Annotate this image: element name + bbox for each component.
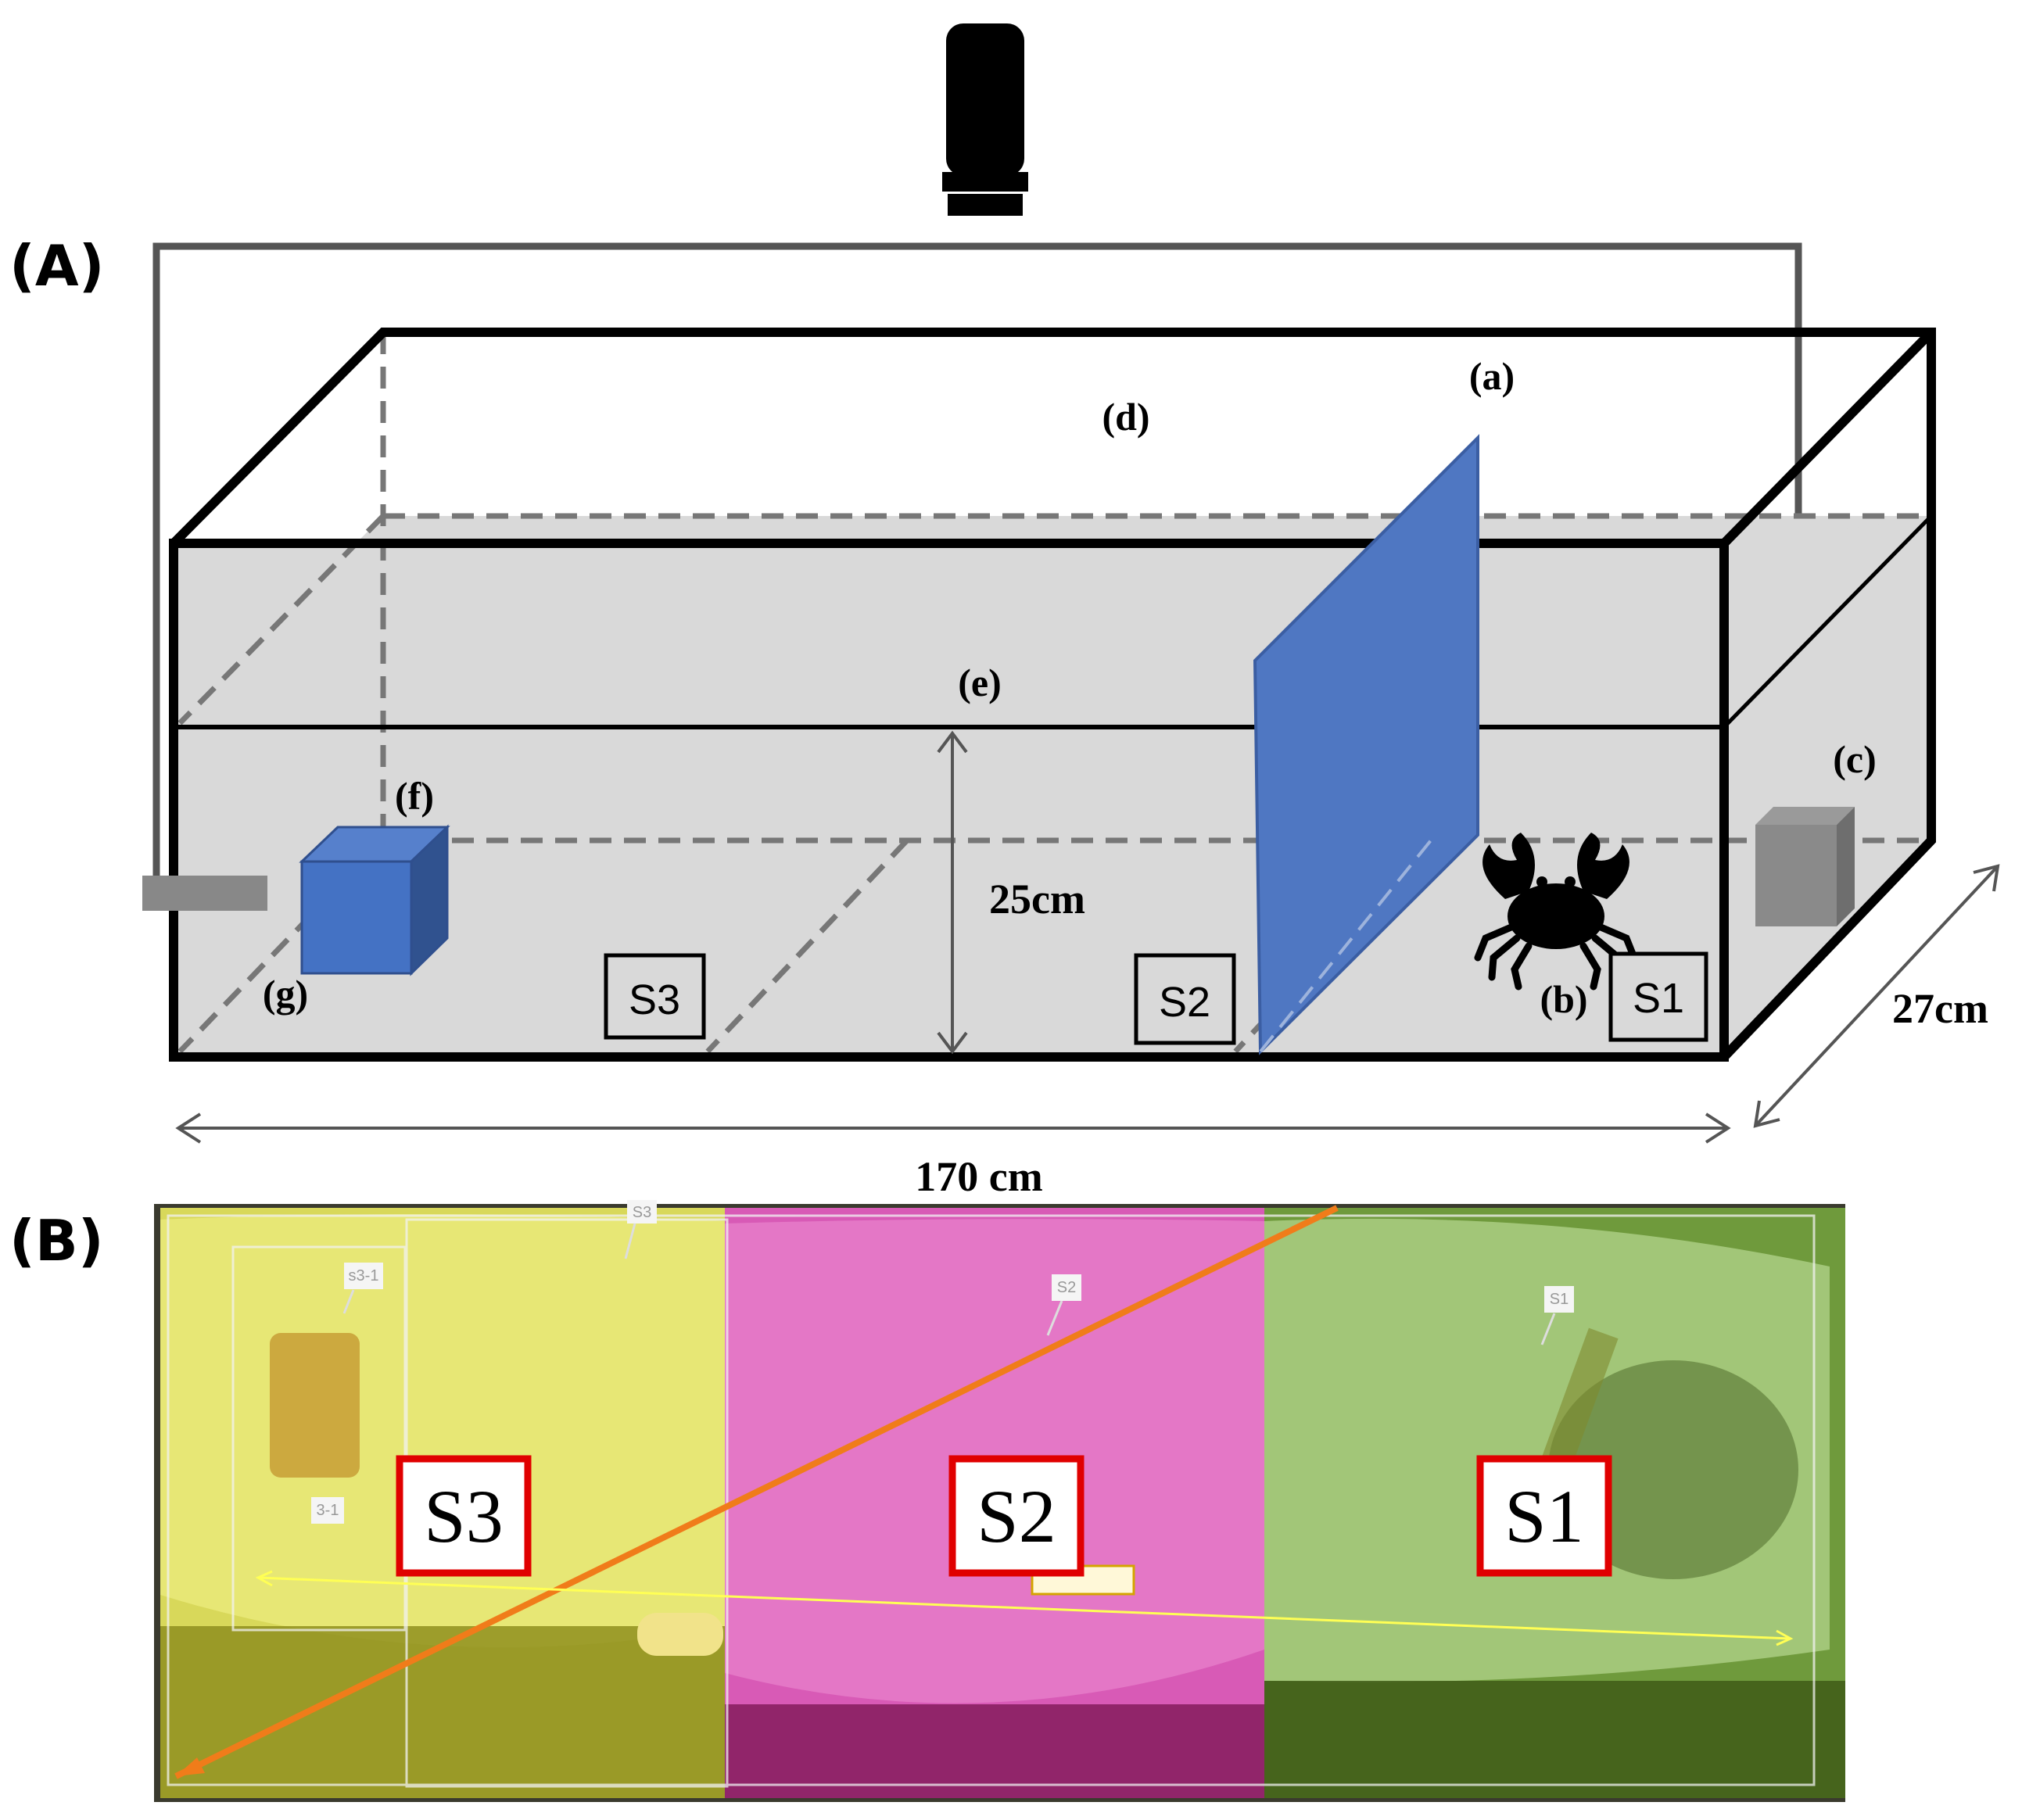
svg-text:S2: S2 — [1159, 979, 1210, 1026]
svg-text:S1: S1 — [1550, 1291, 1568, 1308]
water-side — [1724, 516, 1931, 1057]
depth-label: 27cm — [1892, 985, 1988, 1032]
photo-tag-s3-1: s3-1 — [342, 1263, 383, 1314]
label-s2: S2 — [948, 1455, 1084, 1577]
shelter-cube — [299, 824, 450, 976]
svg-text:s3-1: s3-1 — [349, 1267, 379, 1284]
svg-text:S1: S1 — [1504, 1474, 1583, 1558]
marker-a: (a) — [1469, 354, 1515, 398]
shelter-object — [270, 1333, 360, 1478]
marker-d: (d) — [1102, 395, 1149, 439]
section-box-s2: S2 — [1134, 953, 1236, 1045]
photo-tag-s2: S2 — [1046, 1274, 1081, 1336]
length-label: 170 cm — [915, 1153, 1042, 1200]
svg-text:3-1: 3-1 — [317, 1502, 339, 1519]
marker-b: (b) — [1540, 977, 1587, 1021]
marker-c: (c) — [1833, 737, 1877, 781]
pump-box — [1755, 807, 1855, 926]
svg-text:S1: S1 — [1633, 975, 1684, 1022]
orange-diagonal — [174, 1205, 1339, 1779]
measure-line — [255, 1570, 1794, 1646]
marker-f: (f) — [395, 774, 434, 818]
label-s1: S1 — [1476, 1455, 1612, 1577]
photo-tag-s1: S1 — [1540, 1286, 1574, 1345]
camera-icon — [942, 23, 1028, 216]
tank-outline — [169, 328, 1936, 1062]
svg-text:S3: S3 — [424, 1474, 503, 1558]
water-top — [174, 516, 1931, 727]
height-label: 25cm — [989, 876, 1085, 923]
marker-g: (g) — [263, 972, 308, 1016]
marker-e: (e) — [958, 661, 1002, 704]
section-box-s3: S3 — [604, 953, 706, 1040]
depth-arrow — [1753, 864, 2000, 1128]
panel-a: S3 S2 S1 (a) (d) (e) (c) (f) (g) (b) 25c… — [9, 23, 2000, 1200]
section-box-s1: S1 — [1608, 951, 1708, 1042]
height-arrow — [937, 730, 968, 1055]
svg-text:S2: S2 — [1057, 1279, 1076, 1296]
photo-tag-3-1: 3-1 — [311, 1497, 344, 1524]
panel-b-label: (B) — [9, 1208, 104, 1274]
length-arrow — [175, 1112, 1731, 1144]
panel-b: (B) — [9, 1200, 1845, 1802]
label-s3: S3 — [396, 1455, 532, 1577]
inlet-pipe — [142, 876, 267, 911]
svg-text:S2: S2 — [977, 1474, 1056, 1558]
panel-a-label: (A) — [9, 233, 105, 299]
crab-icon — [1474, 833, 1638, 991]
photo-tag-s3: S3 — [624, 1200, 657, 1259]
svg-text:S3: S3 — [629, 976, 680, 1023]
svg-text:S3: S3 — [633, 1204, 651, 1221]
partition-board — [1253, 434, 1479, 1055]
